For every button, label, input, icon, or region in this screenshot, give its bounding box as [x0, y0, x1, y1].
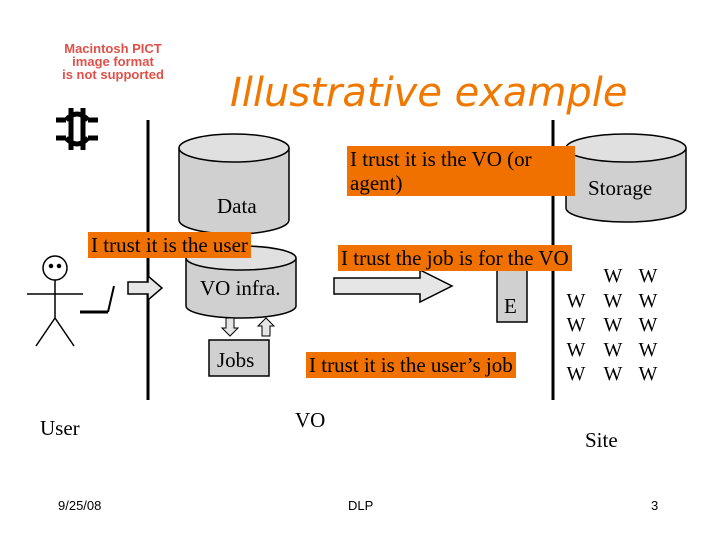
vo-infra-cylinder	[185, 245, 297, 319]
worker-node: W	[603, 363, 623, 385]
worker-node: W	[638, 363, 658, 385]
worker-node: W	[638, 265, 658, 287]
worker-node: W	[603, 265, 623, 287]
callout-trust-user-job: I trust it is the user’s job	[306, 352, 516, 378]
jobs-box	[208, 339, 270, 377]
pict-notice-line: image format	[72, 54, 154, 69]
down-arrow	[220, 317, 240, 337]
footer-center: DLP	[348, 498, 374, 513]
worker-node: W	[638, 314, 658, 336]
footer-date: 9/25/08	[58, 498, 102, 513]
worker-node: W	[638, 338, 658, 361]
callout-trust-user: I trust it is the user	[88, 232, 251, 258]
worker-node: W	[566, 338, 586, 361]
data-label: Data	[217, 194, 257, 218]
slide-title: Illustrative example	[230, 70, 628, 116]
callout-trust-job-vo: I trust the job is for the VO	[338, 245, 572, 271]
site-label: Site	[585, 428, 618, 452]
fermilab-logo-icon	[56, 108, 98, 150]
vo-label: VO	[295, 408, 326, 432]
vo-infra-label: VO infra.	[200, 276, 281, 300]
user-arrow	[127, 274, 164, 302]
user-figure	[27, 255, 83, 347]
compute-element-label: E	[504, 294, 517, 318]
pict-notice-line: Macintosh PICT	[64, 41, 162, 56]
jobs-label: Jobs	[217, 348, 255, 372]
user-label: User	[40, 416, 80, 440]
up-arrow	[256, 317, 276, 337]
worker-node: W	[638, 289, 658, 312]
storage-label: Storage	[588, 176, 653, 200]
storage-cylinder	[565, 133, 687, 223]
callout-trust-vo-agent: I trust it is the VO (or agent)	[347, 146, 575, 196]
worker-node: W	[603, 289, 623, 312]
unsupported-image-notice: Macintosh PICT image format is not suppo…	[52, 42, 174, 81]
worker-node: W	[566, 363, 586, 385]
worker-node: W	[603, 338, 623, 361]
page-number: 3	[651, 498, 659, 513]
laptop-icon	[80, 285, 115, 314]
worker-node: W	[566, 314, 586, 336]
worker-node: W	[566, 289, 586, 312]
worker-node: W	[603, 314, 623, 336]
pict-notice-line: is not supported	[62, 67, 164, 82]
job-submission-arrow	[333, 268, 454, 304]
